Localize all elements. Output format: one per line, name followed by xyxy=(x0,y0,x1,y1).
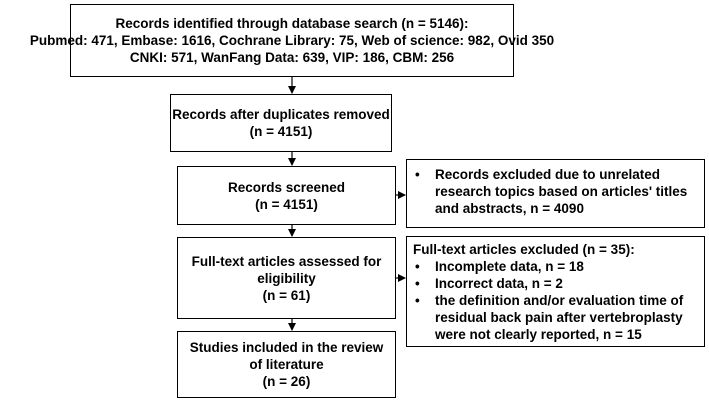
excluded-reason-not-reported: the definition and/or evaluation time of… xyxy=(413,292,698,343)
records-screened-label: Records screened xyxy=(227,179,346,195)
excluded-fulltext-box: Full-text articles excluded (n = 35): In… xyxy=(406,236,705,347)
studies-included-line-2: of literature xyxy=(249,357,324,372)
records-screened-count: (n = 4151) xyxy=(255,196,318,212)
duplicates-removed-count: (n = 4151) xyxy=(249,124,313,139)
studies-included-box: Studies included in the review of litera… xyxy=(177,331,396,398)
duplicates-removed-label: Records after duplicates removed xyxy=(172,107,390,122)
excluded-screening-item: Records excluded due to unrelated resear… xyxy=(413,166,698,217)
fulltext-assessed-count: (n = 61) xyxy=(262,287,311,303)
excluded-screening-box: Records excluded due to unrelated resear… xyxy=(406,159,705,228)
identification-box: Records identified through database sear… xyxy=(30,4,554,77)
excluded-screening-list: Records excluded due to unrelated resear… xyxy=(413,166,698,217)
fulltext-assessed-box: Full-text articles assessed for eligibil… xyxy=(177,237,396,319)
identification-line-2: Pubmed: 471, Embase: 1616, Cochrane Libr… xyxy=(29,33,555,48)
excluded-reason-incomplete: Incomplete data, n = 18 xyxy=(413,258,698,275)
fulltext-assessed-line-2: eligibility xyxy=(257,270,316,286)
excluded-fulltext-list: Incomplete data, n = 18 Incorrect data, … xyxy=(413,258,698,343)
excluded-reason-incorrect: Incorrect data, n = 2 xyxy=(413,275,698,292)
studies-included-line-1: Studies included in the review xyxy=(189,340,384,355)
identification-line-1: Records identified through database sear… xyxy=(115,16,469,31)
duplicates-removed-box: Records after duplicates removed (n = 41… xyxy=(170,94,392,152)
fulltext-assessed-line-1: Full-text articles assessed for xyxy=(191,253,382,269)
excluded-fulltext-heading: Full-text articles excluded (n = 35): xyxy=(413,242,635,257)
studies-included-count: (n = 26) xyxy=(262,374,311,389)
records-screened-box: Records screened (n = 4151) xyxy=(177,166,396,225)
identification-line-3: CNKI: 571, WanFang Data: 639, VIP: 186, … xyxy=(129,50,455,65)
